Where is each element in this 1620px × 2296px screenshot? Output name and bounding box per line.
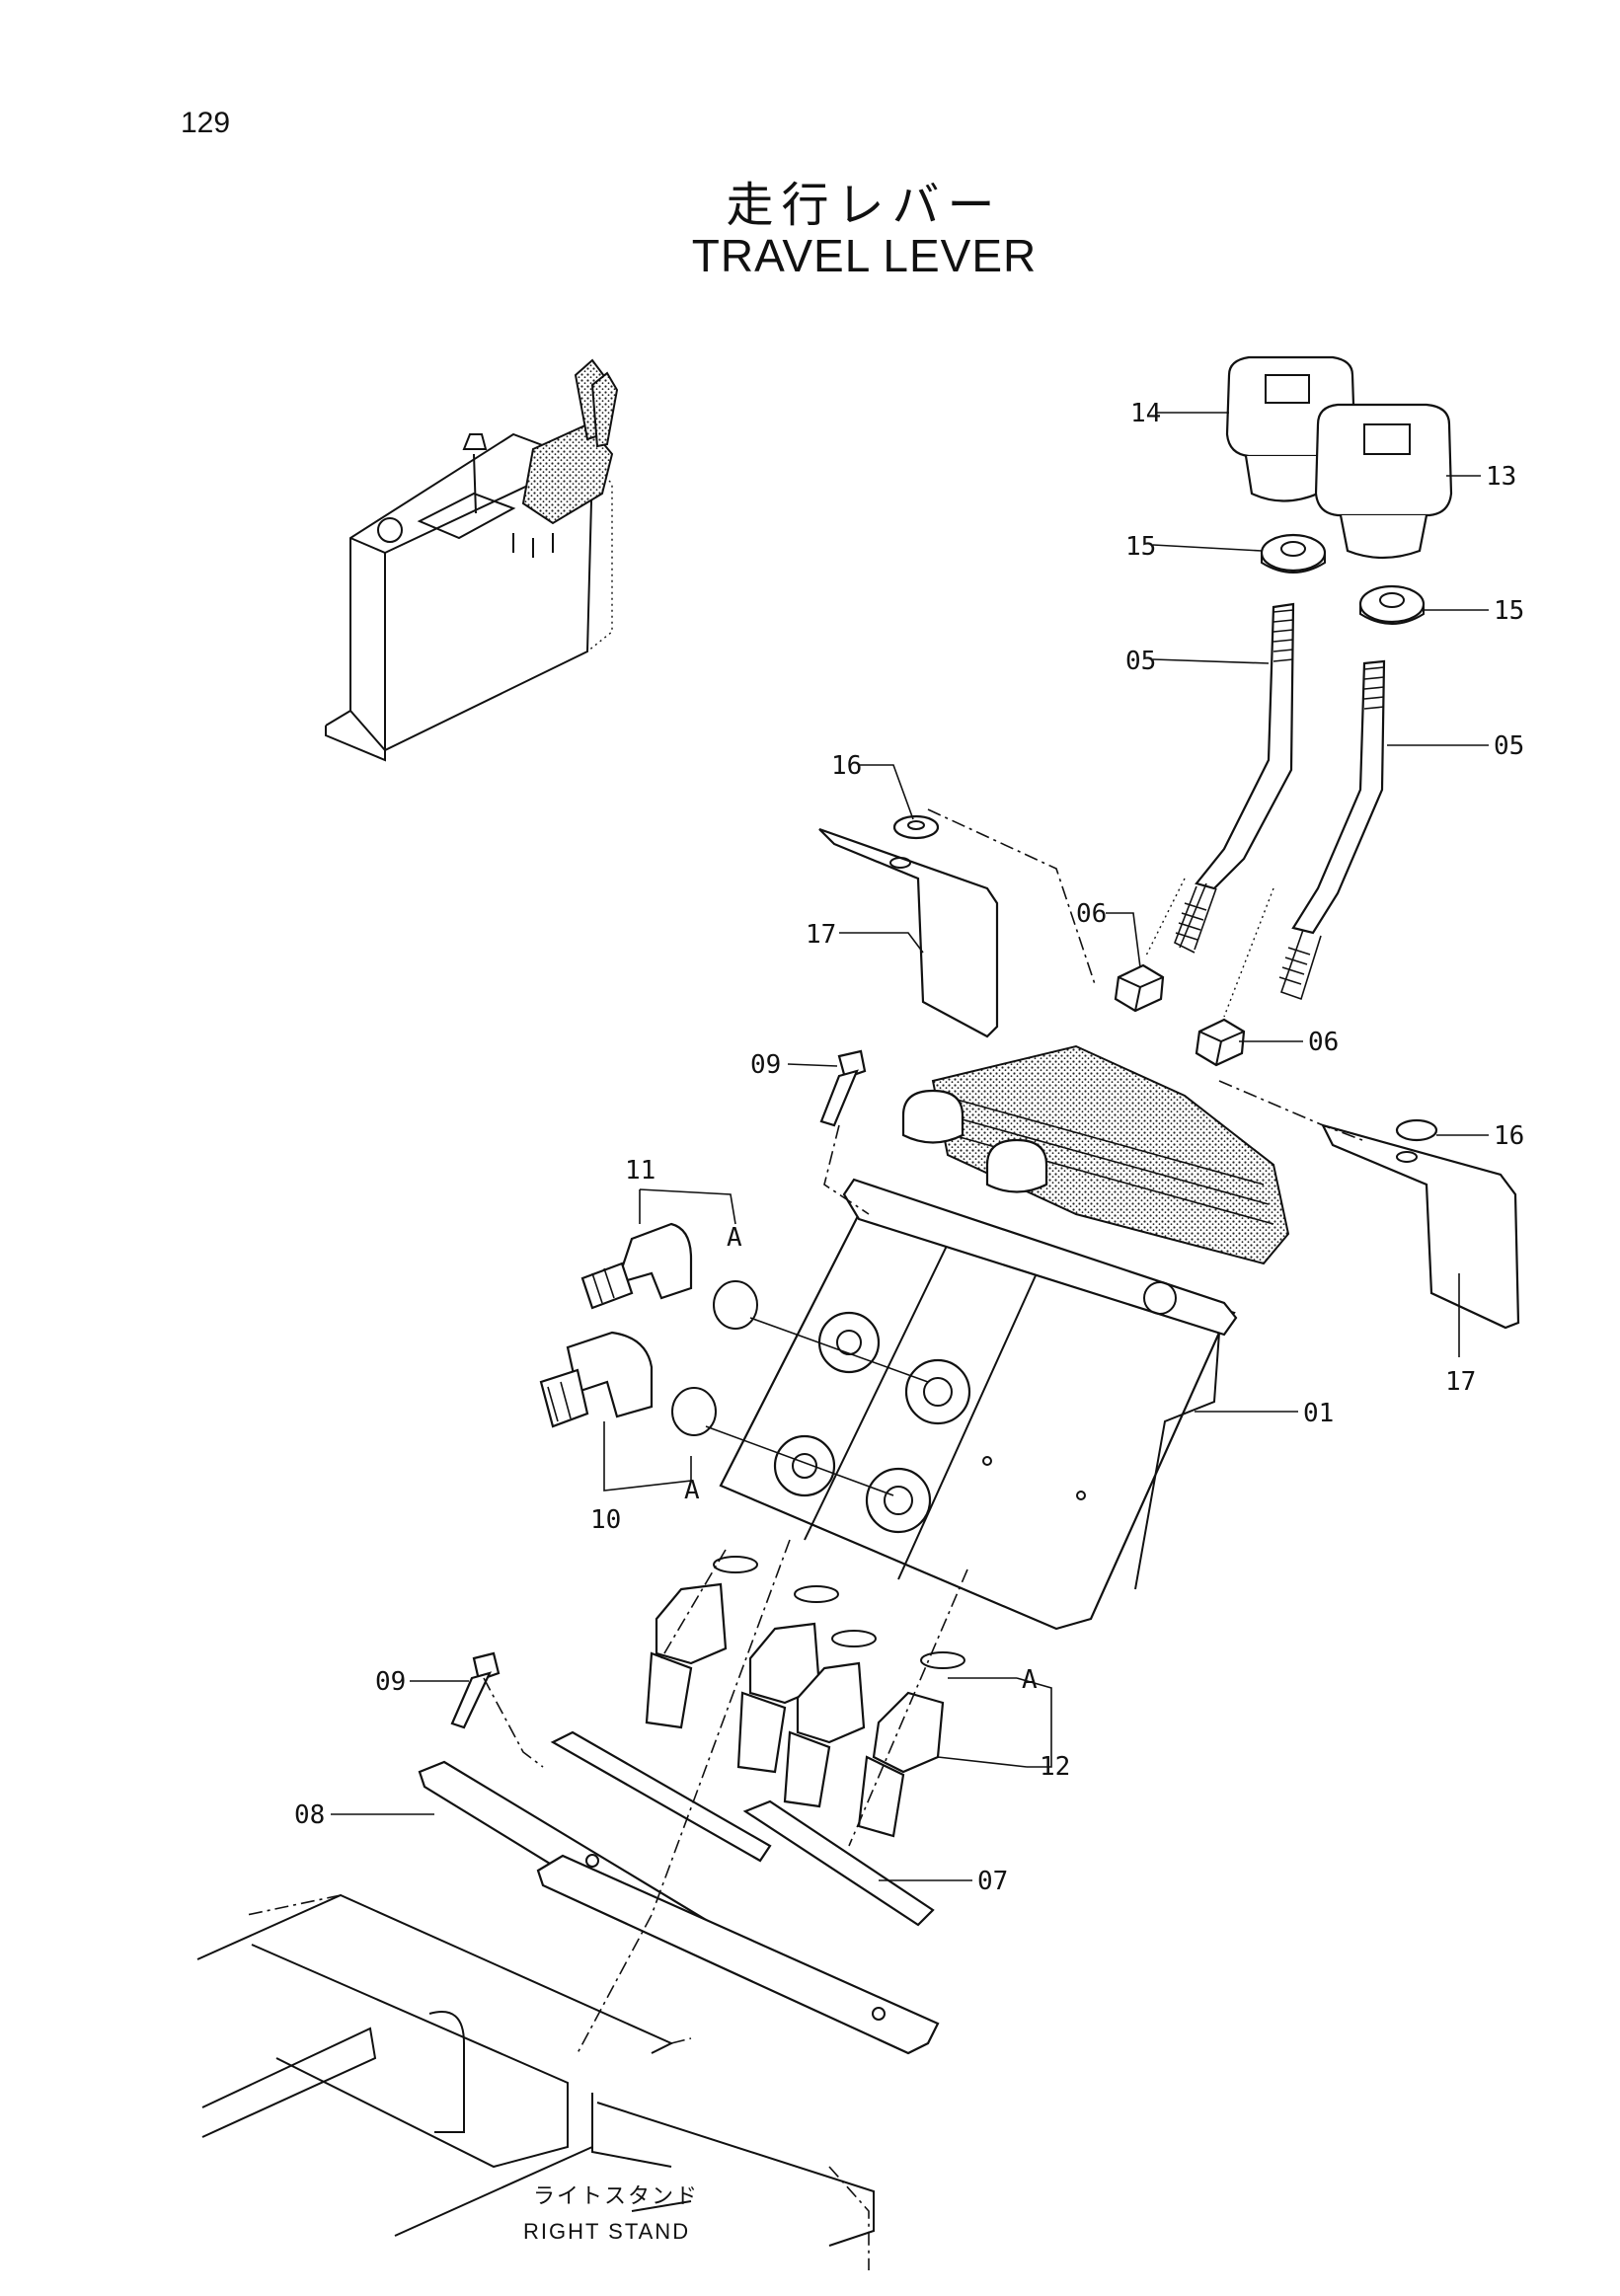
fitting-12-a: [645, 1582, 728, 1729]
grip-13: [1314, 403, 1453, 560]
callout-09-lower: 09: [375, 1667, 406, 1697]
leader-lines: [331, 412, 1489, 1881]
o-ring-upper: [713, 1280, 758, 1330]
fitting-12-d: [857, 1691, 945, 1838]
elbow-11: [580, 1222, 693, 1310]
callout-labels: 14 13 15 15 05 05 16 06 06 16 17 17 09 0…: [294, 399, 1524, 1896]
lever-05-left: [1173, 602, 1295, 954]
callout-06-right: 06: [1308, 1028, 1339, 1057]
callout-10: 10: [590, 1505, 621, 1535]
washer-15-right: [1358, 584, 1426, 625]
callout-ref-a-right: A: [1022, 1665, 1038, 1695]
callout-14: 14: [1130, 399, 1161, 428]
right-stand: [196, 1893, 875, 2270]
washer-15-left: [1260, 533, 1327, 574]
nut-06-right: [1195, 1018, 1246, 1067]
title-japanese: 走行レバー: [726, 178, 1003, 233]
elbow-10: [539, 1331, 654, 1428]
callout-11: 11: [625, 1156, 656, 1186]
title-english: TRAVEL LEVER: [691, 230, 1038, 281]
fitting-12-c: [783, 1661, 866, 1808]
nut-06-left: [1114, 963, 1165, 1013]
callout-16-right: 16: [1494, 1121, 1524, 1151]
fitting-12-b: [736, 1622, 821, 1774]
callout-16-left: 16: [831, 751, 862, 781]
screw-09-lower: [450, 1651, 501, 1729]
seal-rings: [713, 1556, 965, 1669]
pilot-valve-body-01: [719, 1044, 1290, 1631]
callout-15-right: 15: [1494, 596, 1524, 626]
washer-16-left: [892, 814, 940, 840]
callout-ref-a-upper: A: [727, 1223, 742, 1253]
centerlines: [483, 808, 1363, 2054]
callout-15-left: 15: [1125, 532, 1156, 562]
gasket-07: [550, 1730, 935, 1927]
callout-07: 07: [977, 1867, 1008, 1896]
callout-13: 13: [1486, 462, 1516, 492]
stand-label-japanese: ライトスタンド: [533, 2183, 699, 2208]
screw-09-upper: [819, 1049, 867, 1127]
callout-08: 08: [294, 1800, 325, 1830]
callout-06-left: 06: [1076, 899, 1107, 929]
callout-09-upper: 09: [750, 1050, 781, 1080]
o-ring-lower: [671, 1387, 717, 1436]
cover-17-right: [1320, 1123, 1520, 1330]
stand-label-english: RIGHT STAND: [523, 2219, 690, 2244]
console-overview-inset: [325, 358, 619, 762]
callout-17-left: 17: [806, 920, 836, 950]
washer-16-right: [1395, 1118, 1438, 1142]
cover-17-left: [818, 827, 999, 1038]
callout-05-right: 05: [1494, 731, 1524, 761]
callout-17-right: 17: [1445, 1367, 1476, 1397]
lever-05-right: [1278, 659, 1386, 1001]
callout-ref-a-lower: A: [684, 1476, 700, 1505]
callout-01: 01: [1303, 1399, 1334, 1428]
callout-12: 12: [1040, 1752, 1070, 1782]
callout-05-left: 05: [1125, 647, 1156, 676]
page-number: 129: [181, 107, 231, 139]
